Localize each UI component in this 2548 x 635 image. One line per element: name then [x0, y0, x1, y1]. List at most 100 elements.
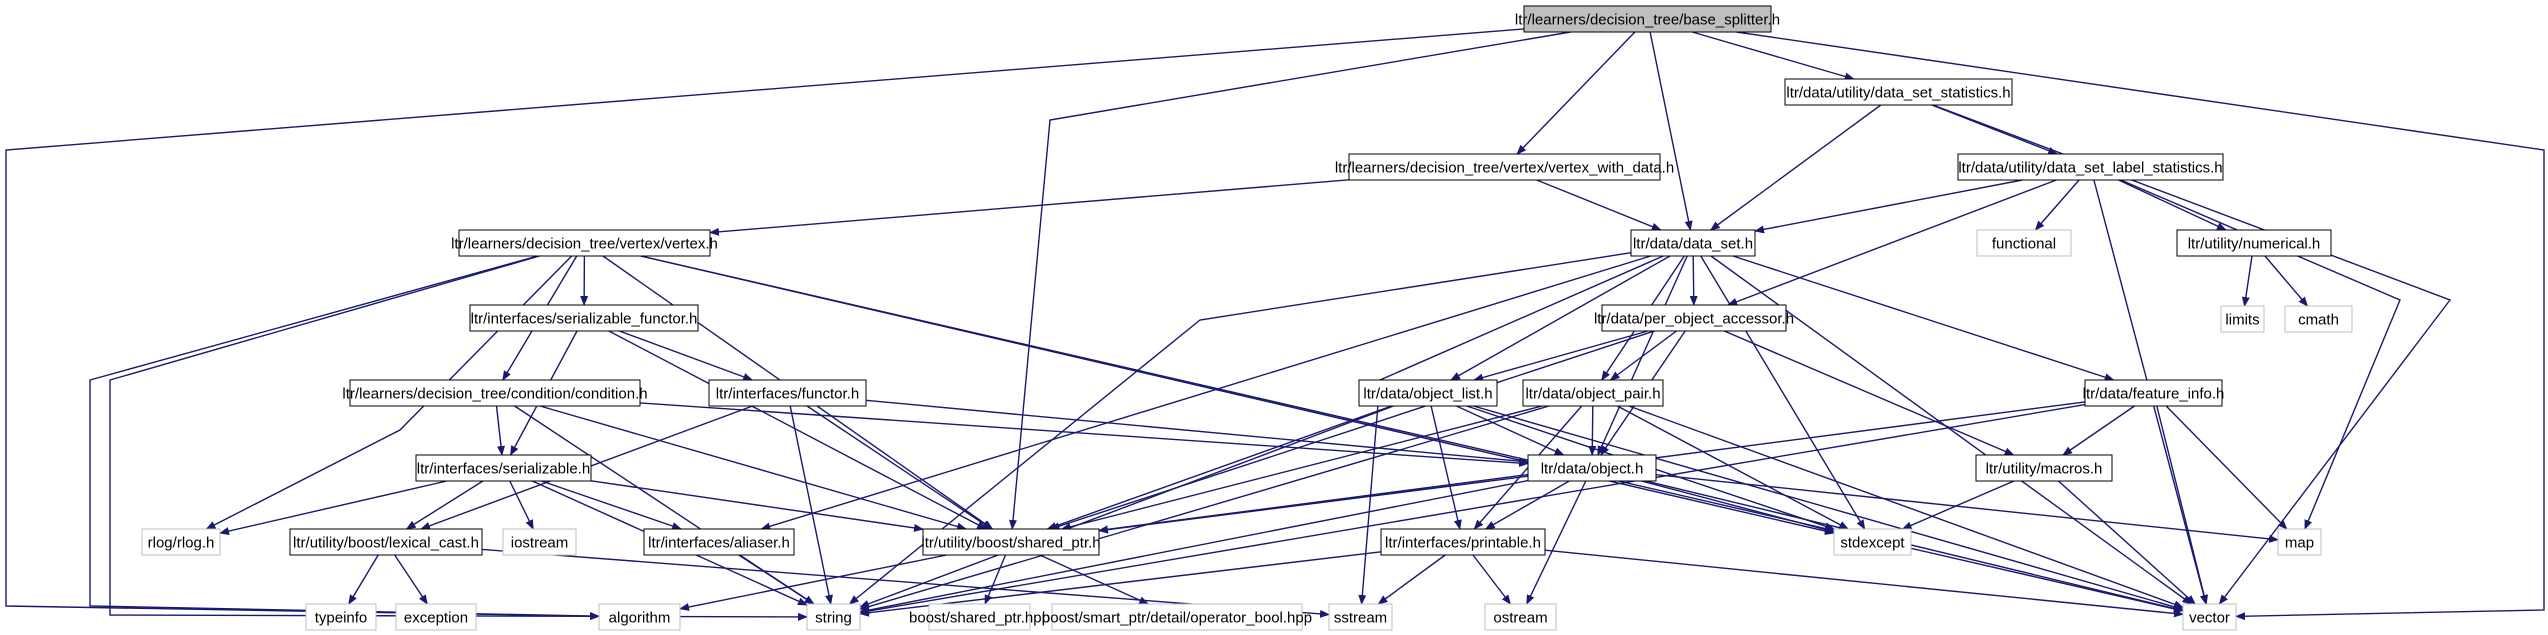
edge-lexcast-to-typeinfo — [348, 554, 379, 605]
node-cmath: cmath — [2284, 305, 2353, 333]
node-label: ltr/learners/decision_tree/condition/con… — [342, 386, 647, 403]
edge-serializable-to-aliaser — [541, 480, 683, 530]
edge-dss-to-dataset — [1709, 104, 1882, 231]
edge-poa-to-objpair — [1609, 330, 1677, 381]
edge-poa-to-macros — [1724, 330, 2015, 456]
node-box — [708, 379, 867, 407]
node-box — [928, 603, 1031, 631]
node-serializable[interactable]: ltr/interfaces/serializable.h — [415, 454, 592, 482]
edge-vwd-to-dataset — [1536, 179, 1662, 231]
node-label: ltr/data/data_set.h — [1633, 236, 1753, 253]
edge-aliaser-to-string — [738, 554, 815, 605]
edge-dsls-to-functional — [2034, 179, 2080, 231]
edge-root-to-sharedptr — [1009, 31, 1571, 530]
node-dataset[interactable]: ltr/data/data_set.h — [1630, 229, 1756, 257]
node-label: ltr/interfaces/functor.h — [716, 386, 859, 403]
node-numerical[interactable]: ltr/utility/numerical.h — [2176, 229, 2332, 257]
edge-objlist-to-printable — [1430, 405, 1462, 530]
node-featinfo[interactable]: ltr/data/feature_info.h — [2083, 379, 2225, 407]
node-box — [1380, 528, 1546, 556]
node-objpair[interactable]: ltr/data/object_pair.h — [1522, 379, 1664, 407]
node-macros[interactable]: ltr/utility/macros.h — [1975, 454, 2113, 482]
node-lexcast[interactable]: ltr/utility/boost/lexical_cast.h — [289, 528, 483, 556]
node-label: ltr/utility/numerical.h — [2188, 236, 2321, 253]
edge-objpair-to-sharedptr — [1060, 405, 1543, 531]
edge-dsls-to-dataset — [1754, 179, 2023, 234]
node-root[interactable]: ltr/learners/decision_tree/base_splitter… — [1515, 5, 1780, 33]
edge-objlist-to-vector — [1473, 405, 2184, 611]
node-printable[interactable]: ltr/interfaces/printable.h — [1380, 528, 1546, 556]
node-label: ltr/data/object_pair.h — [1525, 386, 1660, 403]
node-label: stdexcept — [1840, 535, 1905, 552]
node-box — [2176, 229, 2332, 257]
node-box — [806, 603, 861, 631]
node-exception: exception — [395, 603, 477, 631]
node-box — [1957, 153, 2224, 181]
node-box — [1522, 379, 1664, 407]
edge-poa-to-sharedptr — [1049, 330, 1655, 530]
node-aliaser[interactable]: ltr/interfaces/aliaser.h — [643, 528, 795, 556]
edge-condition-to-sharedptr — [539, 405, 967, 531]
node-dsls[interactable]: ltr/data/utility/data_set_label_statisti… — [1957, 153, 2224, 181]
node-serfunctor[interactable]: ltr/interfaces/serializable_functor.h — [469, 304, 699, 332]
edge-dataset-to-stdexcept — [1700, 255, 1866, 530]
node-box — [643, 528, 795, 556]
edge-object-to-string — [859, 479, 1529, 614]
node-label: boost/shared_ptr.hpp — [909, 610, 1050, 627]
node-box — [1975, 454, 2113, 482]
edge-functor-to-string — [789, 405, 833, 605]
node-object[interactable]: ltr/data/object.h — [1527, 454, 1657, 482]
node-condition[interactable]: ltr/learners/decision_tree/condition/con… — [342, 379, 648, 407]
node-label: ltr/data/feature_info.h — [2083, 386, 2225, 403]
node-label: ltr/interfaces/serializable_functor.h — [471, 311, 698, 328]
node-box — [469, 304, 699, 332]
edge-dataset-to-string — [848, 252, 1632, 605]
edge-object-to-vector — [1645, 480, 2184, 613]
edge-objpair-to-string — [859, 405, 1550, 611]
node-label: ostream — [1493, 610, 1547, 627]
node-box — [1358, 379, 1498, 407]
edge-dataset-to-aliaser — [760, 255, 1651, 531]
edge-object-to-stdexcept — [1641, 480, 1835, 534]
node-box — [141, 528, 221, 556]
node-label: iostream — [511, 535, 569, 552]
node-vertex[interactable]: ltr/learners/decision_tree/vertex/vertex… — [451, 229, 718, 257]
edge-dsls-to-numerical — [2118, 179, 2227, 231]
edge-printable-to-ostream — [1472, 554, 1512, 605]
node-label: ltr/interfaces/printable.h — [1385, 535, 1541, 552]
node-functor[interactable]: ltr/interfaces/functor.h — [708, 379, 867, 407]
edge-numerical-to-cmath — [2264, 255, 2309, 307]
node-sharedptr[interactable]: ltr/utility/boost/shared_ptr.h — [921, 528, 1101, 556]
node-vwd[interactable]: ltr/learners/decision_tree/vertex/vertex… — [1335, 153, 1674, 181]
edge-printable-to-string — [859, 551, 1382, 617]
node-box — [305, 603, 377, 631]
node-string: string — [806, 603, 861, 631]
node-label: sstream — [1334, 610, 1387, 627]
node-box — [502, 528, 577, 556]
node-label: ltr/utility/boost/lexical_cast.h — [293, 535, 479, 552]
edge-lexcast-to-exception — [394, 554, 428, 605]
node-box — [458, 229, 711, 257]
node-objlist[interactable]: ltr/data/object_list.h — [1358, 379, 1498, 407]
node-label: limits — [2225, 312, 2259, 329]
edge-serfunctor-to-sharedptr — [608, 330, 988, 530]
node-poa[interactable]: ltr/data/per_object_accessor.h — [1594, 304, 1794, 332]
edge-objlist-to-string — [859, 405, 1394, 608]
node-label: string — [815, 610, 852, 627]
node-box — [2182, 603, 2237, 631]
edge-serializable-to-iostream — [509, 480, 534, 530]
node-label: ltr/interfaces/serializable.h — [417, 461, 590, 478]
edge-vertex-to-string — [109, 255, 808, 621]
edge-condition-to-object — [639, 402, 1529, 467]
node-box — [1523, 5, 1772, 33]
node-algorithm: algorithm — [598, 603, 681, 631]
node-box — [1328, 603, 1393, 631]
edge-root-to-vector — [1736, 31, 2545, 621]
node-label: ltr/utility/macros.h — [1986, 461, 2103, 478]
node-label: ltr/interfaces/aliaser.h — [648, 535, 790, 552]
node-label: cmath — [2298, 312, 2339, 329]
node-vector: vector — [2182, 603, 2237, 631]
node-dss[interactable]: ltr/data/utility/data_set_statistics.h — [1784, 78, 2013, 106]
edge-functor-to-sharedptr — [806, 405, 993, 530]
edge-root-to-vwd — [1516, 31, 1636, 155]
